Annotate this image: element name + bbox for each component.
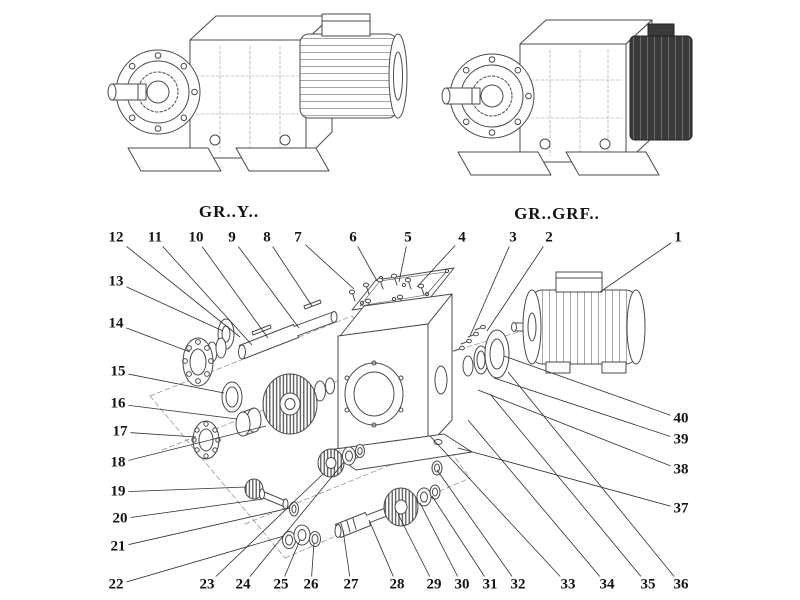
part-number-14: 14: [105, 315, 127, 333]
part-number-33: 33: [557, 576, 579, 594]
part-number-6: 6: [346, 229, 360, 247]
cover-bolts: [348, 273, 425, 311]
part-number-23: 23: [196, 576, 218, 594]
part-number-40: 40: [670, 410, 692, 428]
part-number-12: 12: [105, 229, 127, 247]
part-number-7: 7: [291, 229, 305, 247]
part-number-39: 39: [670, 431, 692, 449]
part-number-37: 37: [670, 500, 692, 518]
assembled-view-gr-grf: [441, 19, 693, 176]
hidden-lines: [195, 45, 303, 153]
part-number-2: 2: [542, 229, 556, 247]
bearing-lower: [191, 420, 221, 460]
part-number-21: 21: [107, 538, 129, 556]
part-number-1: 1: [671, 229, 685, 247]
flange-bolts: [453, 324, 486, 352]
part-number-3: 3: [506, 229, 520, 247]
part-number-31: 31: [479, 576, 501, 594]
part-number-26: 26: [300, 576, 322, 594]
part-number-28: 28: [386, 576, 408, 594]
part-number-24: 24: [232, 576, 254, 594]
assembled-view-gr-y: [107, 13, 408, 172]
washer-set: [282, 524, 321, 549]
part-number-13: 13: [105, 273, 127, 291]
hidden-lines: [525, 49, 623, 157]
mounting-feet: [127, 134, 330, 172]
spacer-sleeve: [235, 407, 262, 437]
output-shaft: [441, 87, 481, 105]
part-number-8: 8: [260, 229, 274, 247]
mounting-feet: [457, 138, 660, 176]
part-number-29: 29: [423, 576, 445, 594]
part-number-34: 34: [596, 576, 618, 594]
gear-housing: [327, 293, 473, 471]
part-number-30: 30: [451, 576, 473, 594]
part-number-35: 35: [637, 576, 659, 594]
part-number-17: 17: [109, 423, 131, 441]
part-number-20: 20: [109, 510, 131, 528]
motor-exploded: [511, 271, 646, 374]
output-shaft: [107, 83, 147, 101]
part-number-15: 15: [107, 363, 129, 381]
motor: [299, 13, 408, 119]
part-number-19: 19: [107, 483, 129, 501]
oil-seal: [221, 381, 243, 413]
part-number-27: 27: [340, 576, 362, 594]
part-number-38: 38: [670, 461, 692, 479]
large-gear: [262, 373, 318, 435]
part-number-11: 11: [144, 229, 166, 247]
output-flange: [449, 53, 535, 139]
part-number-9: 9: [225, 229, 239, 247]
part-number-22: 22: [105, 576, 127, 594]
part-number-5: 5: [401, 229, 415, 247]
bearing-upper: [182, 337, 214, 387]
part-number-4: 4: [455, 229, 469, 247]
part-number-25: 25: [270, 576, 292, 594]
part-number-36: 36: [670, 576, 692, 594]
input-shaft-assembly: [206, 299, 338, 402]
part-number-16: 16: [107, 395, 129, 413]
exploded-view: [149, 267, 646, 559]
variant-label-gr-grf: GR..GRF..: [514, 204, 600, 223]
part-number-10: 10: [185, 229, 207, 247]
input-flange-cover: [629, 23, 693, 141]
leader-lines: [115, 237, 682, 586]
part-number-18: 18: [107, 454, 129, 472]
output-shaft-assembly: [334, 460, 443, 538]
pinion-parts: [244, 478, 299, 517]
part-number-32: 32: [507, 576, 529, 594]
motor-flange-parts: [462, 329, 510, 379]
variant-label-gr-y: GR..Y..: [198, 202, 260, 221]
